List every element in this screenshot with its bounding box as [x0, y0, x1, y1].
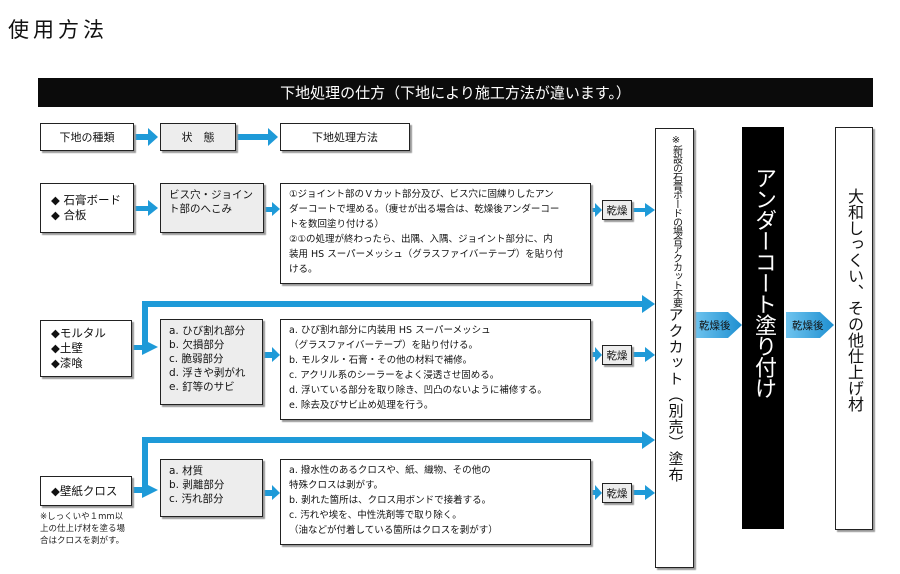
row2-type-1: ◆モルタル — [51, 326, 106, 340]
row3-note-2: 上の仕上げ材を塗る場 — [40, 524, 126, 534]
undercoat-label: アンダーコート塗り付け — [751, 167, 776, 398]
row3-state-3: c. 汚れ部分 — [169, 493, 224, 505]
row1-dry-label: 乾燥 — [602, 200, 632, 220]
row1-type-2: ◆ 合板 — [51, 208, 87, 222]
row2-arrow-d — [632, 347, 655, 362]
row2-type-2: ◆土壁 — [51, 341, 83, 355]
row3-method-5: （油などが付着している箇所はクロスを剥がす） — [289, 525, 498, 536]
row2-method-4: c. アクリル系のシーラーをよく浸透させ固める。 — [289, 370, 500, 381]
row3-state-box: a. 材質 b. 剥離部分 c. 汚れ部分 — [160, 459, 263, 517]
row1-type-1: ◆ 石膏ボード — [51, 193, 121, 207]
row1-method-3: トを数回塗り付ける） — [289, 219, 385, 230]
header-substrate-type: 下地の種類 — [40, 123, 134, 151]
row3-method-2: 特殊クロスは剥がす。 — [289, 480, 384, 491]
acket-note: ※新設の石膏ボードの場合アクカット不要 — [670, 135, 682, 307]
row2-arrow-c — [591, 347, 602, 362]
row1-state-box: ビス穴・ジョイン ト部のへこみ — [160, 183, 264, 233]
step-arrow-1 — [694, 312, 742, 338]
row3-method-1: a. 撥水性のあるクロスや、紙、織物、その他の — [289, 465, 491, 476]
row2-state-4: d. 浮きや剥がれ — [169, 367, 246, 379]
row3-type-box: ◆壁紙クロス — [40, 476, 132, 506]
row3-arrow-c — [591, 485, 602, 500]
row2-method-3: b. モルタル・石膏・その他の材料で補修。 — [289, 355, 473, 366]
row3-method-box: a. 撥水性のあるクロスや、紙、織物、その他の 特殊クロスは剥がす。 b. 剥れ… — [280, 459, 591, 545]
section-banner: 下地処理の仕方（下地により施工方法が違います。） — [38, 78, 873, 107]
row1-arrow-a — [135, 200, 158, 216]
row3-state-1: a. 材質 — [169, 465, 204, 477]
row2-state-5: e. 釘等のサビ — [169, 381, 235, 393]
row1-method-5: 装用 HS スーパーメッシュ（グラスファイバーテープ）を貼り付 — [289, 249, 564, 260]
row2-method-1: a. ひび割れ部分に内装用 HS スーパーメッシュ — [289, 325, 491, 336]
header-method: 下地処理方法 — [280, 123, 410, 151]
row2-arrow-b — [263, 347, 280, 362]
header-state: 状 態 — [160, 123, 236, 151]
row2-bus-arrow — [142, 295, 655, 350]
undercoat-step-box: アンダーコート塗り付け — [742, 127, 784, 529]
row1-method-2: ダーコートで埋める。（痩せが出る場合は、乾燥後アンダーコー — [289, 204, 560, 215]
dry-after-label-1: 乾燥後 — [699, 320, 731, 332]
row2-dry-label: 乾燥 — [602, 345, 632, 365]
row2-state-2: b. 欠損部分 — [169, 339, 225, 351]
acket-step-box: ※新設の石膏ボードの場合アクカット不要 アクカット（別売）塗布 — [655, 128, 694, 568]
row3-arrow-b — [263, 485, 280, 500]
acket-label: アクカット（別売）塗布 — [666, 307, 685, 483]
row1-method-4: ②①の処理が終わったら、出隅、入隅、ジョイント部分に、内 — [289, 234, 553, 245]
row2-state-1: a. ひび割れ部分 — [169, 325, 246, 337]
row3-bus-arrow — [142, 431, 655, 490]
row1-arrow-d — [632, 203, 655, 217]
row1-state-1: ビス穴・ジョイン — [169, 189, 253, 201]
row3-method-3: b. 剥れた箇所は、クロス用ボンドで接着する。 — [289, 495, 492, 506]
row2-type-3: ◆漆喰 — [51, 356, 83, 370]
header-arrow-1 — [134, 128, 158, 146]
dry-after-label-2: 乾燥後 — [792, 320, 824, 332]
row2-type-box: ◆モルタル ◆土壁 ◆漆喰 — [40, 320, 132, 377]
row1-arrow-c — [591, 203, 602, 217]
page-title: 使用方法 — [8, 18, 108, 42]
row3-state-2: b. 剥離部分 — [169, 479, 225, 491]
row1-method-6: ける。 — [289, 264, 318, 275]
row2-state-box: a. ひび割れ部分 b. 欠損部分 c. 脆弱部分 d. 浮きや剥がれ e. 釘… — [160, 319, 263, 405]
step-arrow-2 — [786, 312, 834, 338]
row3-arrow-d — [632, 485, 655, 500]
row3-dry-label: 乾燥 — [602, 483, 632, 503]
row2-arrow-a — [132, 339, 158, 355]
row2-method-6: e. 除去及びサビ止め処理を行う。 — [289, 400, 434, 411]
row2-method-box: a. ひび割れ部分に内装用 HS スーパーメッシュ （グラスファイバーテープ）を… — [280, 319, 591, 420]
row1-method-1: ①ジョイント部のＶカット部分及び、ビス穴に固練りしたアン — [289, 189, 554, 200]
row1-state-2: ト部のへこみ — [169, 203, 232, 215]
row3-note-1: ※しっくいや１mm以 — [40, 512, 124, 522]
row3-note: ※しっくいや１mm以 上の仕上げ材を塗る場 合はクロスを剥がす。 — [40, 511, 140, 547]
row3-note-3: 合はクロスを剥がす。 — [40, 536, 125, 546]
row1-arrow-b — [265, 202, 280, 216]
finish-label: 大和しっくい、その他仕上げ材 — [845, 188, 864, 412]
row2-method-5: d. 浮いている部分を取り除き、凹凸のないように補修する。 — [289, 385, 547, 396]
row3-method-4: c. 汚れや埃を、中性洗剤等で取り除く。 — [289, 510, 462, 521]
row2-state-3: c. 脆弱部分 — [169, 353, 224, 365]
finish-step-box: 大和しっくい、その他仕上げ材 — [835, 127, 873, 530]
row1-type-box: ◆ 石膏ボード ◆ 合板 — [40, 183, 134, 233]
header-arrow-2 — [236, 128, 278, 146]
row3-arrow-a — [132, 482, 158, 498]
row3-type-1: ◆壁紙クロス — [51, 483, 118, 498]
row2-method-2: （グラスファイバーテープ）を貼り付ける。 — [289, 340, 479, 351]
row1-method-box: ①ジョイント部のＶカット部分及び、ビス穴に固練りしたアン ダーコートで埋める。（… — [280, 183, 591, 284]
